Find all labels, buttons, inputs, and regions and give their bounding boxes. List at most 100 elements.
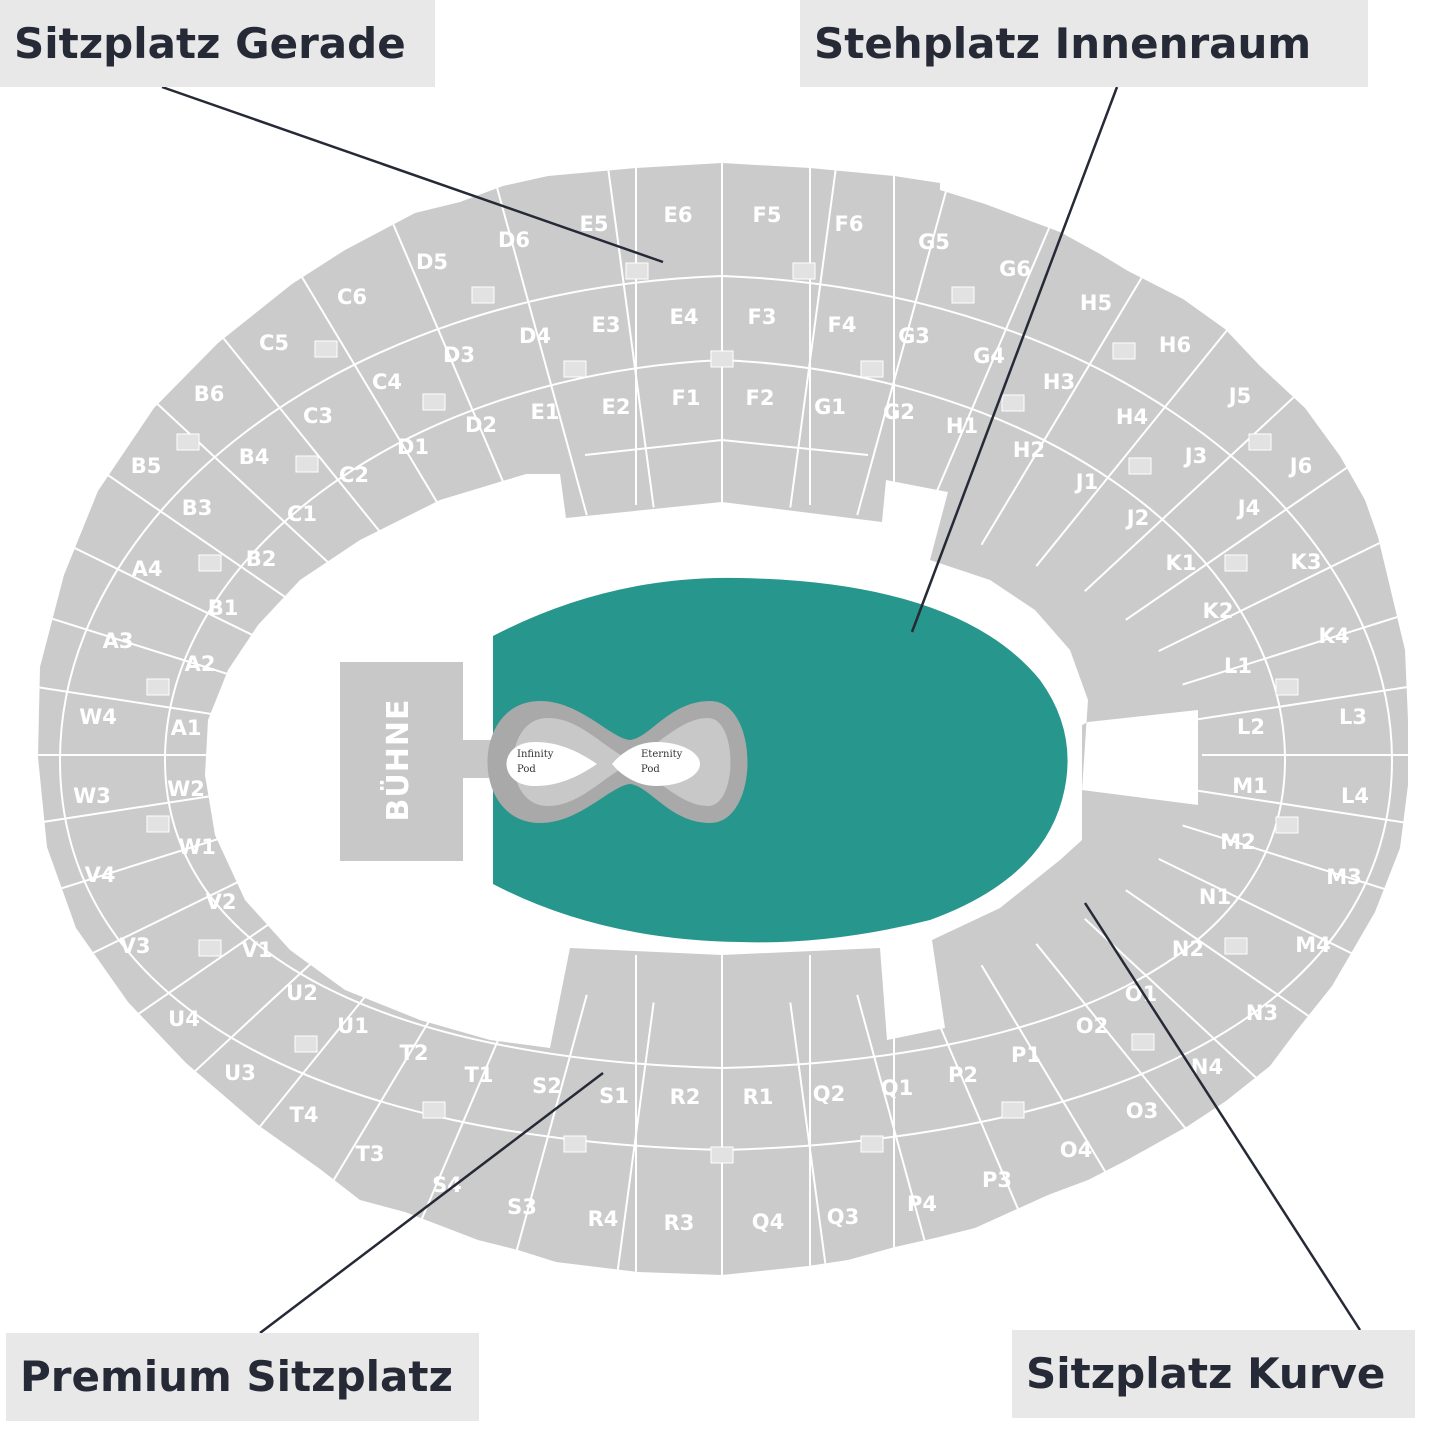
section-E2[interactable]: E2 [602,395,631,419]
section-E1[interactable]: E1 [531,400,560,424]
section-S3[interactable]: S3 [507,1195,537,1219]
section-W3[interactable]: W3 [73,784,111,808]
section-U2[interactable]: U2 [286,981,318,1005]
section-A1[interactable]: A1 [171,716,202,740]
section-O4[interactable]: O4 [1060,1138,1092,1162]
section-R3[interactable]: R3 [664,1211,695,1235]
section-S2[interactable]: S2 [532,1074,562,1098]
section-G2[interactable]: G2 [883,400,915,424]
section-P4[interactable]: P4 [907,1192,937,1216]
section-C4[interactable]: C4 [372,370,402,394]
section-H2[interactable]: H2 [1013,438,1045,462]
section-F1[interactable]: F1 [672,386,701,410]
section-E5[interactable]: E5 [580,212,609,236]
section-R4[interactable]: R4 [588,1207,619,1231]
section-P3[interactable]: P3 [982,1168,1012,1192]
section-K2[interactable]: K2 [1203,599,1234,623]
eternity-pod[interactable] [612,742,700,786]
section-J1[interactable]: J1 [1074,470,1098,494]
section-F2[interactable]: F2 [746,386,775,410]
section-J2[interactable]: J2 [1125,506,1149,530]
section-B5[interactable]: B5 [131,454,162,478]
section-B4[interactable]: B4 [239,445,270,469]
section-Q4[interactable]: Q4 [752,1210,784,1234]
section-F3[interactable]: F3 [748,305,777,329]
section-U1[interactable]: U1 [337,1014,369,1038]
section-G1[interactable]: G1 [814,395,846,419]
section-V1[interactable]: V1 [242,938,273,962]
section-C3[interactable]: C3 [303,404,333,428]
section-V4[interactable]: V4 [85,863,116,887]
section-C6[interactable]: C6 [337,285,367,309]
section-C2[interactable]: C2 [339,463,369,487]
section-D6[interactable]: D6 [498,228,530,252]
section-J4[interactable]: J4 [1236,496,1260,520]
section-O1[interactable]: O1 [1125,982,1157,1006]
section-U3[interactable]: U3 [224,1061,256,1085]
section-B2[interactable]: B2 [246,547,277,571]
section-O2[interactable]: O2 [1076,1014,1108,1038]
section-R1[interactable]: R1 [743,1085,774,1109]
section-T1[interactable]: T1 [465,1063,494,1087]
section-J5[interactable]: J5 [1227,384,1251,408]
section-H5[interactable]: H5 [1080,291,1112,315]
section-V2[interactable]: V2 [206,890,237,914]
section-G3[interactable]: G3 [898,324,930,348]
section-L4[interactable]: L4 [1341,784,1369,808]
section-D3[interactable]: D3 [443,343,475,367]
section-W1[interactable]: W1 [178,835,216,859]
section-F6[interactable]: F6 [835,212,864,236]
section-T4[interactable]: T4 [290,1103,319,1127]
section-P2[interactable]: P2 [948,1063,978,1087]
section-E4[interactable]: E4 [670,305,699,329]
section-M2[interactable]: M2 [1220,830,1256,854]
section-H1[interactable]: H1 [946,414,978,438]
section-P1[interactable]: P1 [1011,1043,1041,1067]
section-F4[interactable]: F4 [828,313,857,337]
section-H6[interactable]: H6 [1159,333,1191,357]
section-H4[interactable]: H4 [1116,405,1148,429]
section-T3[interactable]: T3 [356,1142,385,1166]
section-M1[interactable]: M1 [1232,774,1268,798]
section-G4[interactable]: G4 [973,344,1005,368]
section-Q1[interactable]: Q1 [881,1076,913,1100]
section-Q2[interactable]: Q2 [813,1082,845,1106]
section-N3[interactable]: N3 [1246,1001,1278,1025]
section-N1[interactable]: N1 [1199,885,1231,909]
section-U4[interactable]: U4 [168,1007,200,1031]
section-A4[interactable]: A4 [132,557,163,581]
section-E3[interactable]: E3 [592,313,621,337]
section-V3[interactable]: V3 [120,934,151,958]
section-K3[interactable]: K3 [1291,550,1322,574]
section-G5[interactable]: G5 [918,230,950,254]
section-B3[interactable]: B3 [182,496,213,520]
section-T2[interactable]: T2 [400,1041,429,1065]
section-W4[interactable]: W4 [79,705,117,729]
section-H3[interactable]: H3 [1043,370,1075,394]
section-M4[interactable]: M4 [1295,933,1331,957]
infinity-pod[interactable] [506,742,598,786]
section-Q3[interactable]: Q3 [827,1205,859,1229]
section-D1[interactable]: D1 [397,435,429,459]
standing-area-innenraum[interactable] [493,577,1068,943]
section-A3[interactable]: A3 [103,629,134,653]
section-D5[interactable]: D5 [416,250,448,274]
section-O3[interactable]: O3 [1126,1099,1158,1123]
section-W2[interactable]: W2 [167,777,205,801]
section-A2[interactable]: A2 [185,652,216,676]
section-K1[interactable]: K1 [1166,551,1197,575]
section-J6[interactable]: J6 [1288,454,1312,478]
section-L3[interactable]: L3 [1339,705,1367,729]
section-F5[interactable]: F5 [753,203,782,227]
section-R2[interactable]: R2 [670,1085,701,1109]
section-S4[interactable]: S4 [432,1173,462,1197]
section-L1[interactable]: L1 [1224,654,1252,678]
section-B1[interactable]: B1 [208,596,239,620]
section-N2[interactable]: N2 [1172,937,1204,961]
section-M3[interactable]: M3 [1326,865,1362,889]
section-J3[interactable]: J3 [1183,444,1207,468]
section-E6[interactable]: E6 [664,203,693,227]
section-C5[interactable]: C5 [259,331,289,355]
section-K4[interactable]: K4 [1319,624,1350,648]
section-L2[interactable]: L2 [1237,715,1265,739]
